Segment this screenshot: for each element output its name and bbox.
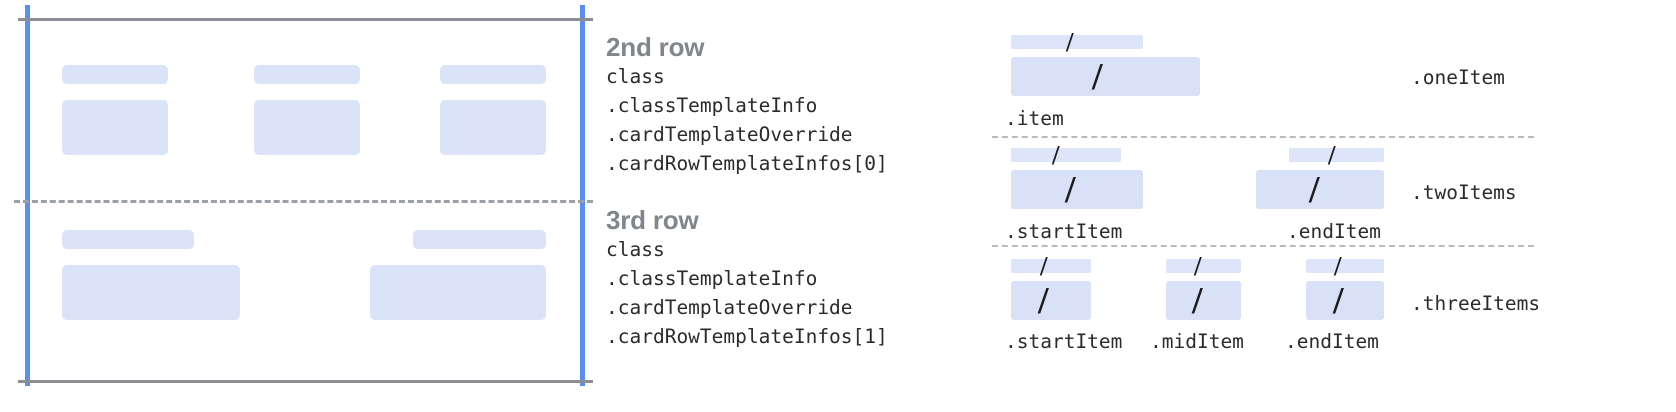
row-note-line: .cardTemplateOverride [606, 123, 853, 146]
row-note-line: .cardRowTemplateInfos[0] [606, 152, 888, 175]
placeholder-content-bar [370, 265, 546, 320]
legend-content-bar [1011, 170, 1143, 209]
placeholder-label-bar [413, 230, 546, 249]
legend-item-label: .startItem [1005, 330, 1123, 353]
row-note-line: class [606, 65, 665, 88]
row-note-3rd-row: 3rd row class .classTemplateInfo .cardTe… [606, 205, 888, 351]
legend-label-bar [1306, 259, 1384, 273]
guide-line-top-bound [18, 18, 593, 21]
legend-slash-small: / [1040, 251, 1048, 281]
legend-row-name: .twoItems [1411, 181, 1517, 204]
legend-slash-large: / [1038, 280, 1049, 322]
legend-slash-small: / [1328, 140, 1336, 170]
legend-row-name: .threeItems [1411, 292, 1541, 315]
placeholder-content-bar [62, 100, 168, 155]
legend-slash-large: / [1092, 56, 1103, 98]
legend-slash-large: / [1309, 169, 1320, 211]
placeholder-content-bar [62, 265, 240, 320]
row-note-title: 3rd row [606, 205, 699, 235]
legend-content-bar [1306, 281, 1384, 320]
legend-slash-small: / [1194, 251, 1202, 281]
legend-slash-small: / [1052, 140, 1060, 170]
legend-separator-dashed [992, 245, 1534, 247]
row-note-2nd-row: 2nd row class .classTemplateInfo .cardTe… [606, 32, 888, 178]
guide-line-left-margin [25, 5, 30, 386]
row-note-line: .cardRowTemplateInfos[1] [606, 325, 888, 348]
legend-item-label: .endItem [1287, 220, 1381, 243]
legend-label-bar [1011, 35, 1143, 49]
legend-slash-large: / [1333, 280, 1344, 322]
legend-label-bar [1289, 148, 1384, 162]
legend-slash-small: / [1334, 251, 1342, 281]
legend-item-label: .midItem [1150, 330, 1244, 353]
row-divider-dashed [14, 200, 593, 203]
legend-content-bar [1011, 281, 1091, 320]
placeholder-content-bar [254, 100, 360, 155]
row-note-line: .classTemplateInfo [606, 94, 818, 117]
placeholder-content-bar [440, 100, 546, 155]
legend-content-bar [1011, 57, 1200, 96]
legend-slash-large: / [1065, 169, 1076, 211]
legend-item-label: .item [1005, 107, 1064, 130]
placeholder-label-bar [62, 230, 194, 249]
legend-slash-small: / [1066, 27, 1074, 57]
row-note-title: 2nd row [606, 32, 705, 62]
legend-item-label: .startItem [1005, 220, 1123, 243]
guide-line-right-margin [580, 5, 585, 386]
legend-slash-large: / [1192, 280, 1203, 322]
legend-content-bar [1166, 281, 1241, 320]
legend-row-name: .oneItem [1411, 66, 1505, 89]
placeholder-label-bar [62, 65, 168, 84]
row-note-line: .cardTemplateOverride [606, 296, 853, 319]
legend-item-label: .endItem [1285, 330, 1379, 353]
legend-label-bar [1011, 259, 1091, 273]
row-note-line: .classTemplateInfo [606, 267, 818, 290]
placeholder-label-bar [440, 65, 546, 84]
row-note-line: class [606, 238, 665, 261]
guide-line-bottom-bound [18, 380, 593, 383]
legend-label-bar [1166, 259, 1241, 273]
legend-separator-dashed [992, 136, 1534, 138]
legend-content-bar [1256, 170, 1384, 209]
placeholder-label-bar [254, 65, 360, 84]
legend-label-bar [1011, 148, 1121, 162]
